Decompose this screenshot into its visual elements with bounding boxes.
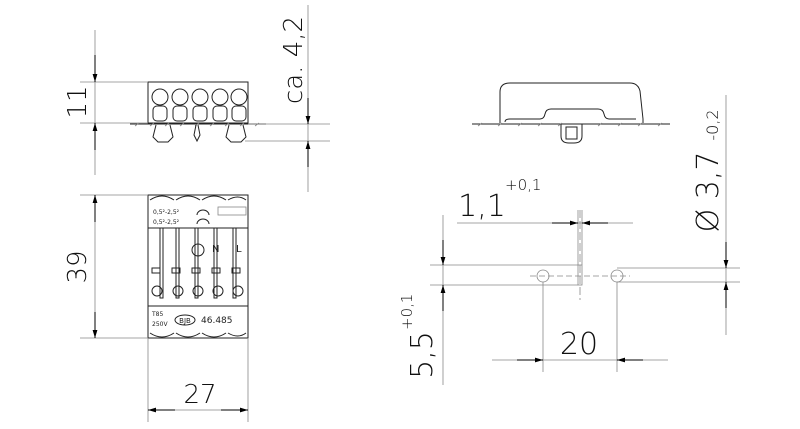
mounting-clips	[152, 124, 247, 143]
wire-range-2: 0,5²-2,5²	[153, 219, 180, 226]
dim-hole-spacing: 20	[492, 282, 668, 372]
dim-label-27: 27	[183, 380, 216, 410]
terminal-columns	[151, 227, 244, 299]
dim-tol-1-1: +0,1	[505, 176, 541, 194]
hole-pattern	[430, 210, 740, 300]
dim-label-5-5: 5,5	[405, 331, 440, 379]
dim-label-39: 39	[63, 250, 93, 283]
dim-slot-width: 1,1 +0,1	[457, 176, 633, 265]
part-number: 46.485	[201, 316, 233, 326]
wire-range-1: 0,5²-2,5²	[153, 209, 180, 216]
dim-label-20: 20	[560, 327, 598, 362]
voltage-rating: 250V	[152, 321, 168, 328]
dim-tol-dia: -0,2	[703, 109, 722, 140]
dim-tol-5-5: +0,1	[398, 294, 416, 330]
wire-openings	[151, 88, 248, 122]
dim-label-ca-4-2: ca. 4,2	[279, 16, 309, 104]
terminal-l: L	[236, 244, 242, 255]
dim-label-1-1: 1,1	[458, 189, 506, 224]
side-view-part	[472, 82, 670, 144]
dim-hole-diameter: Ø 3,7 -0,2	[691, 95, 729, 335]
dim-slot-length: 5,5 +0,1	[398, 215, 446, 385]
terminal-n: N	[212, 244, 219, 255]
brand-logo: BJB	[179, 317, 191, 325]
dim-height-11: 11	[63, 30, 148, 175]
dim-label-dia-3-7: Ø 3,7	[691, 152, 726, 233]
temp-rating: T85	[151, 311, 163, 318]
dim-width-27: 27	[147, 338, 249, 422]
dim-height-39: 39	[63, 194, 148, 339]
top-view-part	[130, 81, 266, 143]
dim-clip-depth: ca. 4,2	[245, 5, 330, 192]
dim-label-11: 11	[63, 85, 93, 118]
front-view-part: 0,5²-2,5² 0,5²-2,5² N L T85 250V BJB 46.…	[147, 194, 249, 339]
